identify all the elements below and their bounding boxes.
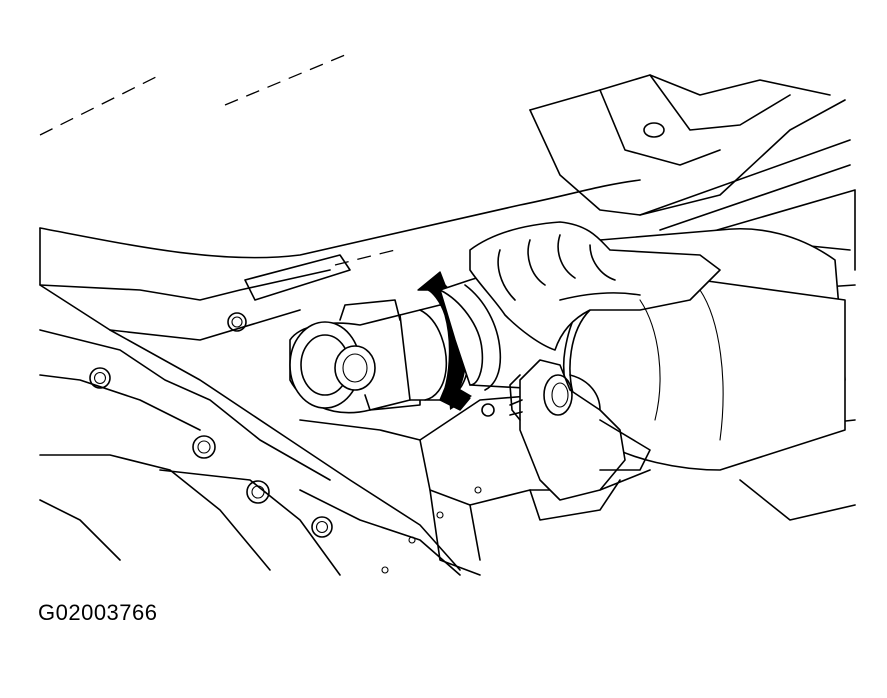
universal-joint [289, 299, 470, 414]
flange-bore [334, 345, 376, 391]
shaft-shading [639, 289, 724, 441]
technician-hand [469, 221, 721, 351]
drivetrain-illustration [39, 54, 856, 576]
figure-id-label: G02003766 [38, 600, 158, 625]
transmission-housing [299, 394, 651, 576]
floor-hole [643, 122, 665, 138]
mounting-bolts [89, 312, 482, 574]
pinion-flange [481, 359, 651, 501]
cross-member [39, 227, 461, 576]
